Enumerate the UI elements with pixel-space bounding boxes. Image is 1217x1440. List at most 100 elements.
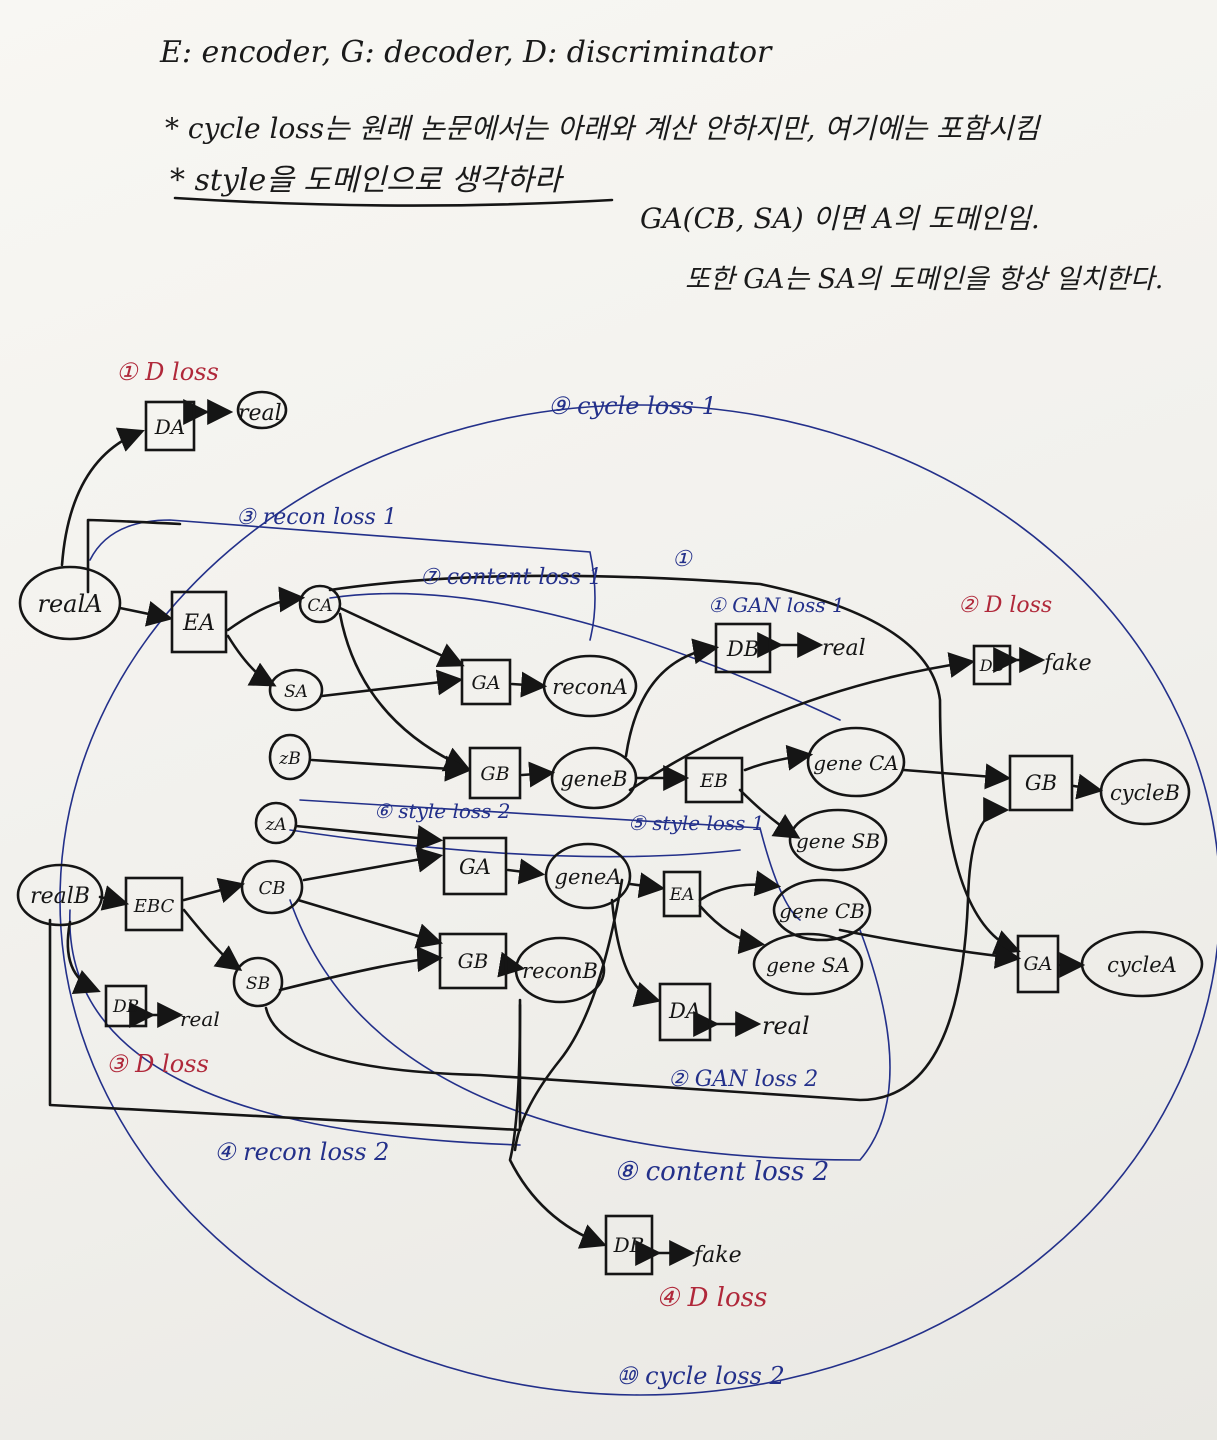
loss-dloss-2: ② D loss — [958, 593, 1052, 618]
loss-dloss-1: ① D loss — [116, 358, 219, 386]
loss-recon-1: ③ recon loss 1 — [236, 505, 397, 530]
node-zB-label: zB — [278, 749, 300, 769]
loss-style-2: ⑥ style loss 2 — [374, 799, 511, 823]
label-fake-1: fake — [1042, 651, 1092, 676]
node-reconA-label: reconA — [552, 675, 628, 699]
node-CA-label: CA — [307, 596, 332, 616]
box-DB-left-label: DB — [112, 997, 139, 1017]
node-reconB-label: reconB — [522, 959, 598, 983]
label-real-4: real — [180, 1007, 220, 1031]
box-GA-right-label: GA — [1024, 953, 1053, 975]
loss-cycle-1: ⑨ cycle loss 1 — [548, 392, 717, 420]
box-GA-right: GA — [1016, 934, 1060, 994]
loss-recon-2: ④ recon loss 2 — [214, 1138, 389, 1166]
node-SB-label: SB — [246, 974, 270, 994]
node-CB: CB — [240, 859, 304, 915]
box-EB-top: EB — [684, 756, 744, 804]
label-real-2: real — [822, 636, 866, 661]
label-real-1-circle — [236, 390, 288, 430]
box-EB-left-label: EBC — [133, 896, 175, 917]
node-geneB-label: geneB — [560, 767, 627, 791]
node-geneA: geneA — [544, 842, 632, 910]
box-GB-top-label: GB — [480, 763, 509, 785]
node-cycleA-label: cycleA — [1107, 953, 1177, 977]
node-geneA-label: geneA — [555, 865, 622, 889]
box-GB-mid-label: GB — [458, 949, 489, 973]
box-DB-bottom-label: DB — [613, 1233, 645, 1257]
node-geneB: geneB — [550, 746, 638, 810]
loss-dloss-4: ④ D loss — [656, 1283, 767, 1313]
box-DB-bottom: DB — [604, 1214, 654, 1276]
node-geneSA: gene SA — [752, 932, 864, 996]
node-SA-label: SA — [284, 682, 308, 702]
node-realA: realA — [18, 565, 122, 641]
box-EA-label: EA — [182, 611, 215, 636]
box-GB-top: GB — [468, 746, 522, 800]
recon-loss1-curve — [89, 519, 596, 641]
node-reconA: reconA — [542, 654, 638, 718]
node-cycleB-label: cycleB — [1110, 781, 1180, 805]
box-DA-mid-label: DA — [668, 999, 701, 1023]
header-line4: GA(CB, SA) 이면 A의 도메인임. — [640, 202, 1040, 235]
double-arrows — [129, 399, 1046, 1266]
box-DB-top: DB — [714, 622, 772, 674]
box-GA-mid: GA — [442, 836, 508, 896]
node-zB: zB — [268, 733, 312, 781]
box-GB-right-label: GB — [1025, 771, 1057, 795]
node-zA-label: zA — [264, 815, 286, 835]
box-EA: EA — [170, 590, 228, 654]
flow-arrows — [48, 427, 1104, 1249]
header-line1: E: encoder, G: decoder, D: discriminator — [159, 35, 773, 70]
loss-marker-1: ① — [672, 547, 693, 572]
node-geneCB: gene CB — [772, 878, 872, 942]
node-SB: SB — [232, 956, 284, 1008]
node-geneCA-label: gene CA — [813, 751, 898, 775]
content-loss1-curve — [329, 592, 841, 721]
loss-dloss-3: ③ D loss — [106, 1050, 209, 1078]
node-cycleA: cycleA — [1080, 930, 1204, 998]
node-CA: CA — [298, 584, 342, 624]
box-DB-top-label: DB — [726, 637, 759, 661]
node-realA-label: realA — [38, 590, 103, 618]
box-EB-top-label: EB — [699, 770, 728, 792]
box-EA-mid-label: EA — [669, 885, 695, 905]
recon-loss2-curve — [69, 909, 521, 1146]
box-GB-mid: GB — [438, 932, 508, 990]
node-geneCA: gene CA — [806, 726, 906, 798]
box-EB-left: EBC — [124, 876, 184, 932]
style-loss2-curve — [289, 829, 741, 858]
header-line5: 또한 GA는 SA의 도메인을 항상 일치한다. — [685, 264, 1163, 295]
box-EA-mid: EA — [662, 870, 702, 918]
header-underline — [173, 196, 614, 207]
node-zA: zA — [254, 801, 298, 845]
box-GA-top: GA — [460, 658, 512, 706]
loss-content-2: ⑧ content loss 2 — [614, 1157, 829, 1187]
cycle-loss-ellipse — [59, 404, 1217, 1396]
box-DB-right-label: DB — [979, 656, 1005, 675]
loss-cycle-2: ⑩ cycle loss 2 — [616, 1362, 785, 1390]
box-GA-top-label: GA — [472, 672, 501, 694]
node-reconB: reconB — [514, 936, 606, 1004]
node-geneSA-label: gene SA — [766, 953, 850, 977]
box-DB-right: DB — [972, 644, 1012, 686]
label-real-3: real — [762, 1012, 810, 1040]
loss-content-1: ⑦ content loss 1 — [420, 565, 602, 590]
header-line3: * style을 도메인으로 생각하라 — [170, 163, 565, 198]
content-loss2-curve — [289, 899, 891, 1161]
loss-style-1: ⑤ style loss 1 — [628, 811, 765, 835]
header-line2: * cycle loss는 원래 논문에서는 아래와 계산 안하지만, 여기에는… — [165, 112, 1042, 145]
box-DB-left: DB — [104, 984, 148, 1028]
node-realB-label: realB — [30, 884, 90, 909]
box-GB-right: GB — [1008, 754, 1074, 812]
node-realB: realB — [16, 863, 104, 927]
node-geneSB: gene SB — [788, 808, 888, 872]
node-geneCB-label: gene CB — [779, 899, 865, 923]
node-geneSB-label: gene SB — [796, 829, 880, 853]
loss-gan-1: ① GAN loss 1 — [708, 593, 845, 617]
box-DA-top: DA — [144, 400, 196, 452]
loss-gan-2: ② GAN loss 2 — [668, 1067, 818, 1092]
label-fake-2: fake — [692, 1243, 742, 1268]
style-loss1-curve — [299, 799, 801, 921]
node-cycleB: cycleB — [1099, 758, 1191, 826]
